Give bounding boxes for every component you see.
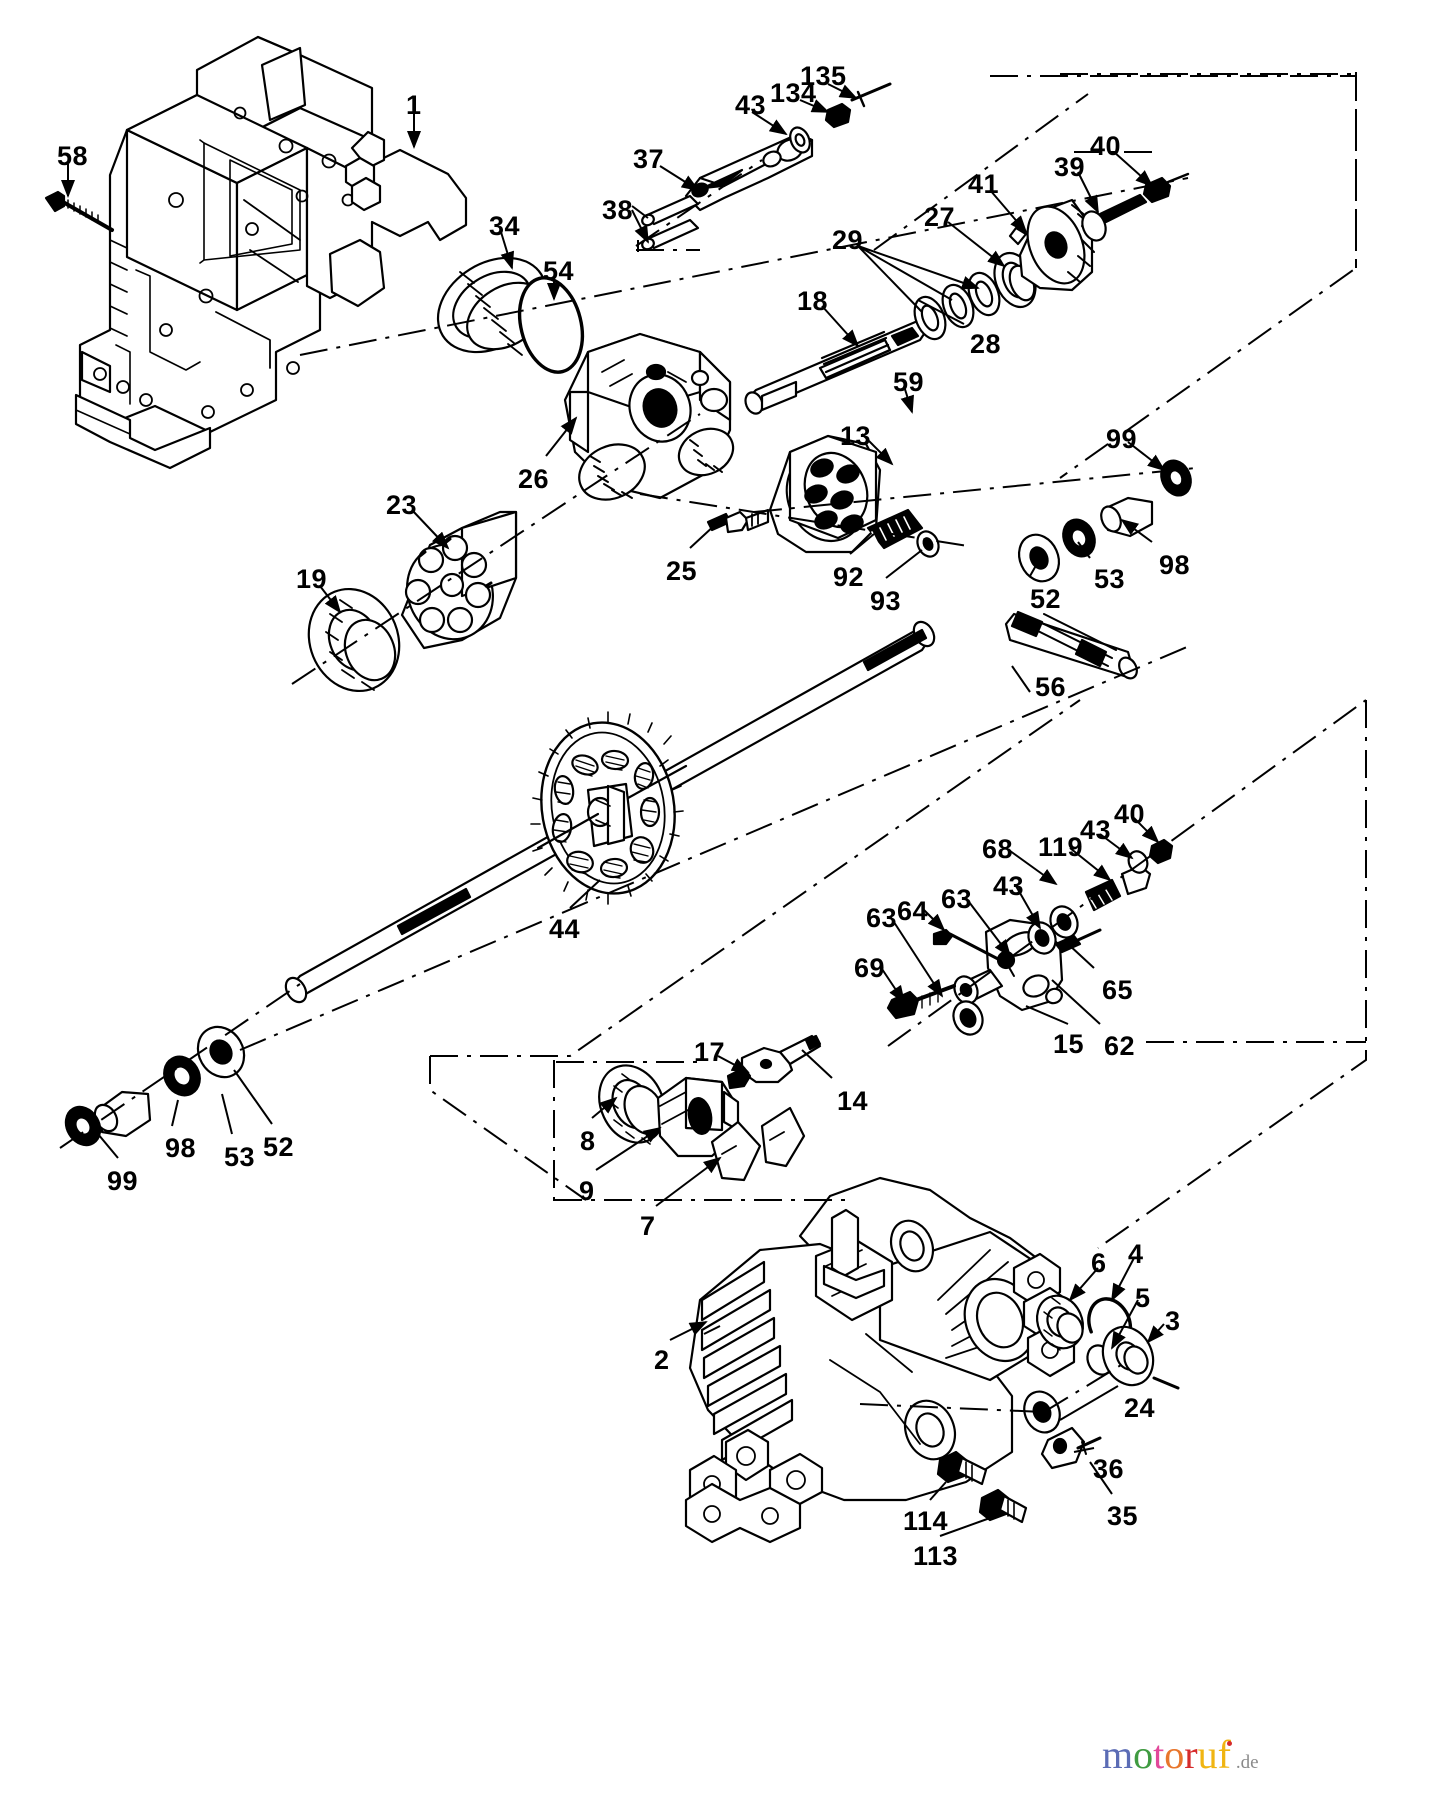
- callout-2: 2: [654, 1345, 670, 1375]
- callout-40-top: 40: [1090, 131, 1122, 161]
- part-23-cylinder-block-left: [400, 510, 518, 650]
- callout-52-right: 52: [1030, 584, 1062, 614]
- part-19-bearing-left: [307, 587, 401, 693]
- callout-68: 68: [982, 834, 1014, 864]
- callout-43-lower: 43: [993, 871, 1025, 901]
- callout-14: 14: [837, 1086, 869, 1116]
- callout-62: 62: [1104, 1031, 1136, 1061]
- callout-44: 44: [549, 914, 581, 944]
- watermark-letter-u: u: [1197, 1732, 1218, 1777]
- callout-6: 6: [1091, 1248, 1107, 1278]
- watermark-letter-t: t: [1153, 1732, 1165, 1777]
- callout-53-right: 53: [1094, 564, 1126, 594]
- part-43-washer-top: [789, 126, 811, 154]
- motoruf-watermark: motoruf.de: [1102, 1735, 1259, 1775]
- callout-92: 92: [833, 562, 865, 592]
- housing-lower-right: [684, 1176, 1076, 1544]
- callout-53-left: 53: [224, 1142, 256, 1172]
- watermark-tld: .de: [1235, 1752, 1259, 1773]
- callout-27: 27: [924, 202, 956, 232]
- callout-98-left: 98: [165, 1133, 197, 1163]
- part-58-screw: [44, 190, 114, 232]
- parts-52-53-98-99-right: [1017, 459, 1192, 583]
- part-93-washer: [916, 530, 940, 558]
- callout-28: 28: [970, 329, 1002, 359]
- callout-64: 64: [897, 896, 929, 926]
- callout-26: 26: [518, 464, 550, 494]
- watermark-letter-m: m: [1102, 1732, 1134, 1777]
- parts-39-40-spacer-nut: [1081, 172, 1190, 242]
- callout-93: 93: [870, 586, 902, 616]
- callout-99-right: 99: [1106, 424, 1138, 454]
- watermark-letter-f: f: [1217, 1732, 1231, 1777]
- control-linkage-assembly: [886, 838, 1174, 1036]
- callout-43-mid: 43: [1080, 815, 1112, 845]
- callout-52-left: 52: [263, 1132, 295, 1162]
- callout-8: 8: [580, 1126, 596, 1156]
- callout-59: 59: [893, 367, 925, 397]
- callout-63-lower: 63: [866, 903, 898, 933]
- callout-43-top: 43: [735, 90, 767, 120]
- callout-3: 3: [1165, 1306, 1181, 1336]
- parts-52-53-98-99-left: [64, 1025, 246, 1147]
- callout-54: 54: [543, 256, 575, 286]
- callout-15: 15: [1053, 1029, 1085, 1059]
- watermark-letter-o2: o: [1164, 1732, 1185, 1777]
- callout-37: 37: [633, 144, 665, 174]
- part-7-thrust-plates: [710, 1106, 806, 1182]
- callout-23: 23: [386, 490, 418, 520]
- part-37-control-arm: [684, 132, 814, 212]
- callout-34: 34: [489, 211, 521, 241]
- callout-114: 114: [903, 1506, 949, 1536]
- callout-56: 56: [1035, 672, 1067, 702]
- callout-4: 4: [1128, 1239, 1144, 1269]
- callout-39: 39: [1054, 152, 1086, 182]
- callout-58: 58: [57, 141, 89, 171]
- callout-5: 5: [1135, 1283, 1151, 1313]
- part-17-trunnion-arm: [726, 1034, 822, 1090]
- part-92-spring: [866, 508, 924, 550]
- callout-99-left: 99: [107, 1166, 139, 1196]
- callout-18: 18: [797, 286, 829, 316]
- callout-9: 9: [579, 1176, 595, 1206]
- callout-13: 13: [840, 421, 872, 451]
- part-41-pulley: [1008, 198, 1095, 292]
- callout-17: 17: [694, 1037, 726, 1067]
- watermark-letter-o1: o: [1133, 1732, 1154, 1777]
- parts-6-4-5-3-24: [1023, 1294, 1180, 1470]
- part-9-swash-block: [656, 1076, 740, 1158]
- callout-134: 134: [770, 78, 817, 108]
- callout-65: 65: [1102, 975, 1134, 1005]
- callout-7: 7: [640, 1211, 656, 1241]
- callout-41: 41: [968, 169, 1000, 199]
- callout-113: 113: [913, 1541, 959, 1571]
- callout-36: 36: [1093, 1454, 1125, 1484]
- part-8-bearing-bottom: [598, 1064, 666, 1145]
- part-44-bull-gear: [530, 711, 688, 905]
- callout-24: 24: [1124, 1393, 1156, 1423]
- parts-114-113-plugs: [936, 1450, 1028, 1524]
- callout-38: 38: [602, 195, 634, 225]
- watermark-letter-r: r: [1184, 1732, 1198, 1777]
- callout-25: 25: [666, 556, 698, 586]
- part-135-pin: [850, 82, 892, 108]
- callout-1: 1: [406, 90, 422, 120]
- part-56-splined-end: [1004, 610, 1138, 680]
- part-13-cylinder-block-right: [768, 434, 882, 554]
- callout-135: 135: [800, 61, 847, 91]
- callout-29: 29: [832, 225, 864, 255]
- callout-63-upper: 63: [941, 884, 973, 914]
- callout-19: 19: [296, 564, 328, 594]
- callout-69: 69: [854, 953, 886, 983]
- watermark-dot: [1226, 1741, 1232, 1746]
- part-134-nut: [824, 102, 852, 129]
- callout-119: 119: [1038, 832, 1084, 862]
- callout-35: 35: [1107, 1501, 1139, 1531]
- housing-upper-left: [74, 35, 468, 470]
- callout-40-mid: 40: [1114, 799, 1146, 829]
- callout-98-right: 98: [1159, 550, 1191, 580]
- part-26-center-section: [563, 332, 735, 501]
